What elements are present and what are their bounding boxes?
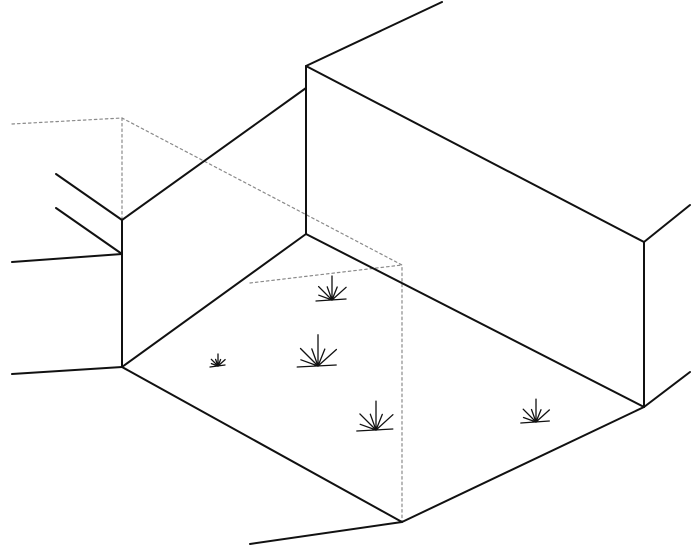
left-ledge-lower	[55, 207, 123, 255]
grass-tuft	[296, 334, 338, 368]
hidden-top-back-edge	[11, 117, 403, 523]
left-ground-upper	[11, 253, 123, 263]
floor-front-right-edge	[401, 406, 645, 523]
back-wall-top-edge	[305, 65, 645, 243]
back-wall-top-left-edge	[305, 1, 443, 67]
floor-front-left-edge	[121, 366, 403, 523]
front-ground-edge	[249, 521, 403, 545]
back-wall-block	[305, 1, 691, 408]
hidden-outline	[11, 117, 403, 523]
left-ledge-upper	[55, 173, 123, 221]
grass-tuft	[209, 353, 226, 368]
back-wall-right-top-edge	[643, 204, 691, 243]
left-wall-top-edge	[121, 87, 307, 221]
left-wall	[11, 87, 307, 375]
grass-tufts	[209, 275, 551, 432]
back-wall-bottom-edge	[305, 233, 645, 408]
left-wall-bottom-edge	[121, 233, 307, 368]
floor-edges	[121, 366, 645, 545]
left-ground-lower	[11, 366, 123, 375]
grass-tuft	[315, 275, 347, 302]
grass-tuft	[520, 398, 551, 424]
hidden-floor-edge	[249, 264, 403, 284]
right-ground-edge	[643, 371, 691, 408]
grass-tuft	[356, 400, 394, 432]
